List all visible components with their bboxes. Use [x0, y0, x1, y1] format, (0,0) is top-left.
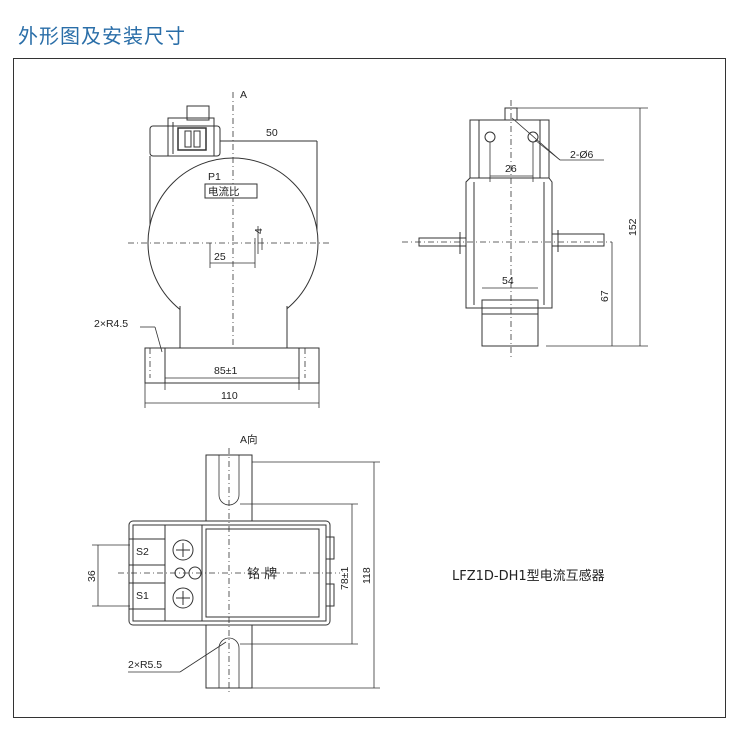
dim-26: 26 — [505, 163, 517, 175]
dim-25: 25 — [214, 251, 226, 263]
page-title: 外形图及安装尺寸 — [18, 24, 186, 48]
bottom-view — [92, 448, 380, 695]
section-mark-a: A — [240, 89, 247, 101]
dim-4: 4 — [253, 228, 265, 234]
product-name: LFZ1D-DH1型电流互感器 — [452, 568, 605, 584]
radius-note-front: 2×R4.5 — [94, 318, 128, 330]
side-view — [402, 100, 648, 360]
terminal-cover — [167, 117, 215, 157]
base-plate — [144, 347, 320, 384]
dim-36: 36 — [86, 570, 98, 582]
dim-78: 78±1 — [339, 567, 351, 590]
dim-110: 110 — [221, 390, 238, 402]
dim-50: 50 — [266, 127, 278, 139]
terminal-s1-label: S1 — [136, 590, 149, 602]
view-a-title: A向 — [240, 433, 258, 446]
drawing-frame — [13, 58, 726, 718]
terminal-p1-label: P1 — [208, 171, 221, 183]
radius-note-bottom: 2×R5.5 — [128, 659, 162, 671]
dim-67: 67 — [599, 290, 611, 302]
dim-54: 54 — [502, 275, 514, 287]
dim-152: 152 — [627, 218, 639, 236]
ratio-label: 电流比 — [208, 185, 240, 198]
nameplate-label: 铭 牌 — [247, 566, 277, 582]
front-view — [128, 92, 330, 408]
terminal-cap — [186, 105, 210, 121]
terminal-s2-label: S2 — [136, 546, 149, 558]
hole-note: 2-Ø6 — [570, 149, 594, 161]
dim-118: 118 — [361, 567, 373, 584]
dim-85: 85±1 — [214, 365, 237, 377]
